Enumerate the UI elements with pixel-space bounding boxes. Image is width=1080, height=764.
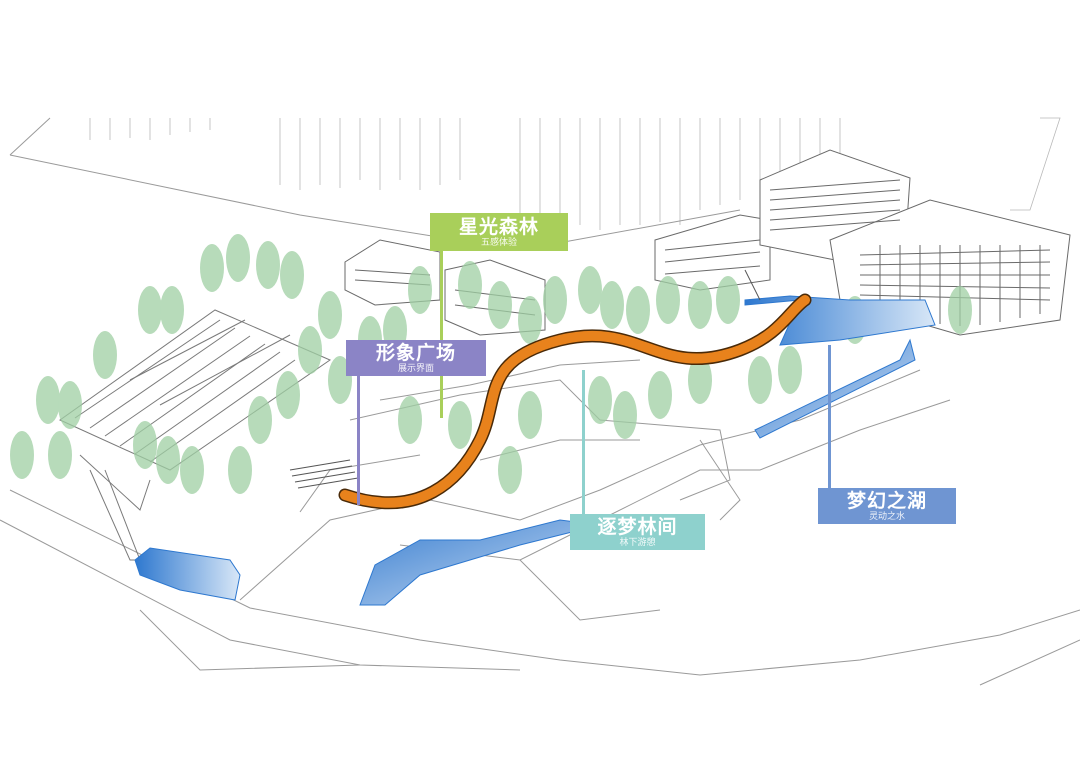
label-menghuan: 梦幻之湖 灵动之水: [818, 488, 956, 524]
leader-xingguang: [440, 250, 443, 418]
label-menghuan-title: 梦幻之湖: [846, 490, 927, 512]
pond-west: [134, 547, 241, 601]
label-zhumeng-subtitle: 林下游憩: [619, 538, 656, 548]
leader-menghuan: [828, 345, 831, 490]
label-menghuan-subtitle: 灵动之水: [868, 512, 905, 522]
trees: [10, 234, 972, 494]
ribbon-walkway-surface: [340, 295, 810, 508]
leader-lines: [357, 250, 831, 520]
label-xingxiang: 形象广场 展示界面: [346, 340, 486, 376]
label-zhumeng-title: 逐梦林间: [597, 516, 678, 538]
label-xingguang-subtitle: 五感体验: [480, 238, 517, 248]
label-zhumeng: 逐梦林间 林下游憩: [570, 514, 705, 550]
label-xingguang: 星光森林 五感体验: [430, 213, 568, 251]
parking-lot: [59, 309, 332, 561]
label-xingguang-title: 星光森林: [458, 216, 539, 238]
leader-zhumeng: [582, 370, 585, 520]
label-xingxiang-title: 形象广场: [375, 342, 456, 364]
lake-south: [359, 519, 601, 606]
arc-seating: [289, 269, 761, 489]
stream-east: [754, 338, 916, 439]
leader-xingxiang: [357, 375, 360, 505]
background-towers: [89, 117, 1061, 230]
label-xingxiang-subtitle: 展示界面: [397, 364, 434, 374]
